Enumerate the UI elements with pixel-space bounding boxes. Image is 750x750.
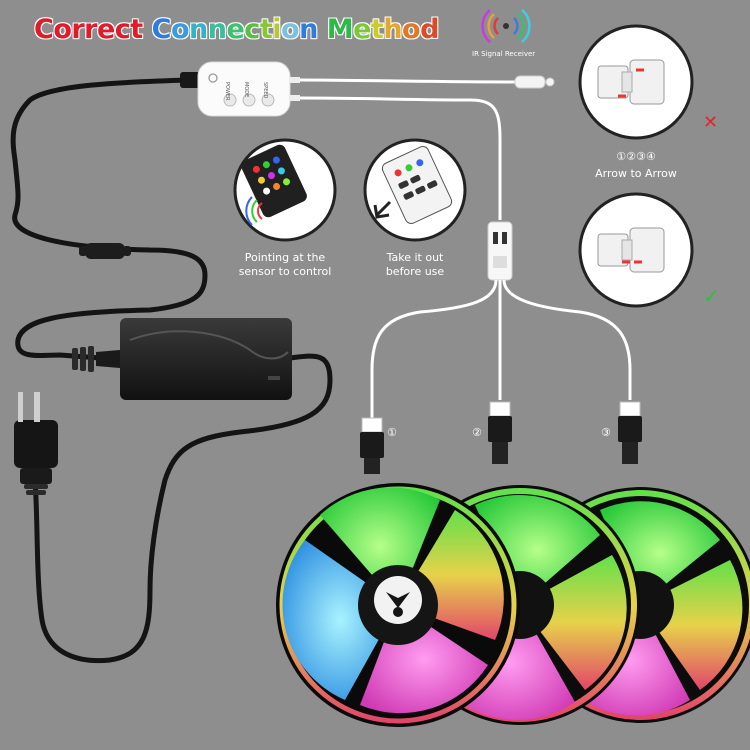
y-splitter bbox=[487, 221, 513, 281]
ir-receiver-head bbox=[514, 75, 546, 89]
arrow-caption: Arrow to Arrow bbox=[595, 167, 677, 180]
power-cable bbox=[10, 77, 208, 361]
right-mark: ✓ bbox=[703, 284, 720, 308]
controller-label-speed: SPEED bbox=[262, 82, 268, 99]
controller-output-cable bbox=[299, 96, 502, 220]
strip-number-3: ③ bbox=[601, 426, 611, 439]
splitter-branch-1 bbox=[370, 279, 498, 420]
title-word-connection: Connection bbox=[151, 14, 319, 45]
connector-right-illustration bbox=[578, 192, 694, 308]
power-cable-to-adapter bbox=[32, 353, 333, 664]
led-reel-1 bbox=[276, 483, 520, 727]
remote-pointing-illustration bbox=[233, 138, 337, 242]
controller-label-power: POWER bbox=[224, 82, 230, 101]
title-word-correct: Correct bbox=[34, 14, 143, 45]
connector-1 bbox=[360, 417, 384, 474]
dc-jack bbox=[180, 72, 202, 88]
power-adapter bbox=[72, 318, 292, 400]
wrong-mark: ✕ bbox=[703, 112, 719, 133]
remote-takeout-illustration bbox=[363, 138, 467, 242]
ir-signal-icon bbox=[481, 9, 531, 43]
wall-plug bbox=[14, 392, 58, 495]
ir-receiver-label: IR Signal Receiver bbox=[472, 50, 536, 58]
strip-number-2: ② bbox=[472, 426, 482, 439]
arrow-steps: ①②③④ bbox=[616, 150, 656, 163]
strip-number-1: ① bbox=[387, 426, 397, 439]
ir-receiver-cable bbox=[299, 78, 521, 84]
controller-box: POWER MODE SPEED bbox=[197, 61, 300, 117]
connector-2 bbox=[488, 401, 512, 464]
page-title: Correct Connection Method bbox=[34, 14, 439, 45]
title-word-method: Method bbox=[326, 14, 440, 45]
controller-label-mode: MODE bbox=[243, 82, 249, 97]
connector-3 bbox=[618, 401, 642, 464]
remote-pointing-caption: Pointing at the sensor to control bbox=[238, 251, 332, 278]
ferrite-bead bbox=[85, 243, 125, 259]
connector-wrong-illustration bbox=[578, 24, 694, 140]
remote-takeout-caption: Take it out before use bbox=[385, 251, 445, 278]
splitter-branch-3 bbox=[502, 279, 632, 400]
